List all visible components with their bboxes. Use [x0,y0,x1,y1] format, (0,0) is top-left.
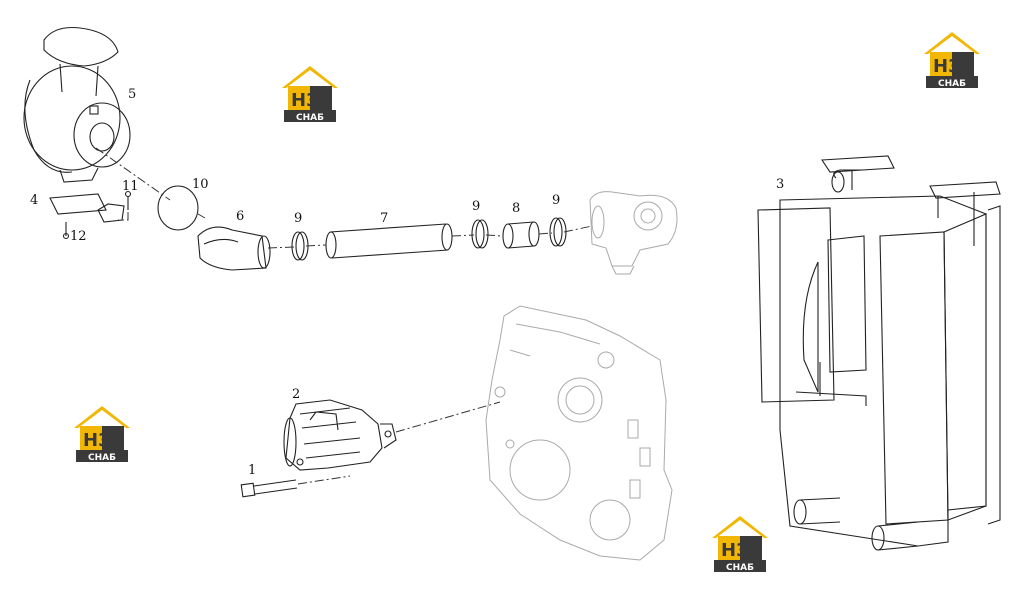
callout-9-left: 9 [294,211,302,226]
intake-pipe-part-7 [325,223,453,259]
svg-text:СНАБ: СНАБ [296,113,324,123]
hose-clamp-middle [471,219,489,249]
starter-motor-part-2 [283,399,397,471]
watermark-logo-3: НЗ СНАБ [74,406,130,463]
watermark-logo-1: НЗ СНАБ [282,66,338,123]
callout-9-middle: 9 [472,199,480,214]
callout-11: 11 [122,179,139,194]
callout-3: 3 [776,177,784,192]
callout-2: 2 [292,387,300,402]
svg-text:СНАБ: СНАБ [726,563,754,573]
svg-text:СНАБ: СНАБ [938,79,966,89]
bracket-part-4 [49,190,132,240]
callout-5: 5 [128,87,136,102]
bolt-part-1 [240,475,351,498]
turbocharger-reference [589,191,678,275]
callout-9-right: 9 [552,193,560,208]
assembly-axis-starter [395,401,501,433]
hose-clamp-right [549,217,567,247]
sleeve-part-8 [502,221,540,249]
rubber-elbow-part-6 [197,226,271,271]
watermark-logo-2: НЗ СНАБ [924,32,980,89]
air-cleaner-part-5 [23,26,131,183]
flywheel-housing-reference [485,305,673,561]
svg-text:НЗ: НЗ [933,56,961,77]
hose-clamp-left [291,231,309,261]
callout-6: 6 [236,209,244,224]
clamp-ring-part-10 [157,185,199,231]
assembly-axis-intake [95,147,593,249]
svg-text:НЗ: НЗ [721,540,749,561]
svg-text:НЗ: НЗ [83,430,111,451]
watermark-logo-4: НЗ СНАБ [712,516,768,573]
callout-12: 12 [70,229,87,244]
callout-10: 10 [192,177,209,192]
svg-text:СНАБ: СНАБ [88,453,116,463]
svg-text:НЗ: НЗ [291,90,319,111]
callout-1: 1 [248,463,256,478]
callout-8: 8 [512,201,520,216]
callout-4: 4 [30,193,38,208]
callout-7: 7 [380,211,388,226]
radiator-part-3 [757,155,1001,551]
